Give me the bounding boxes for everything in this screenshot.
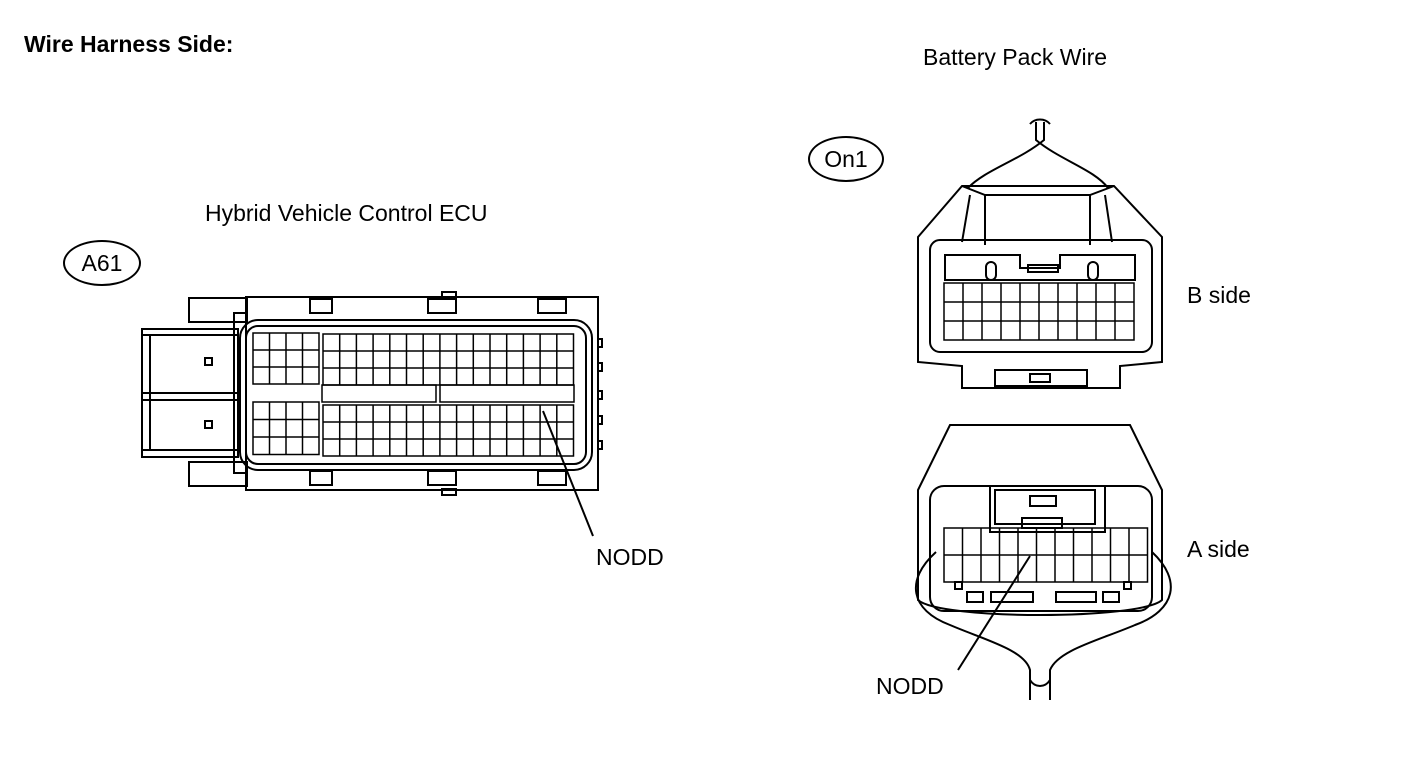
ecu-nodd-leader: [542, 410, 594, 537]
a-side-connector-drawing: [914, 424, 1172, 700]
ecu-nodd-label: NODD: [596, 544, 664, 570]
b-side-label: B side: [1187, 282, 1251, 308]
a-side-label: A side: [1187, 536, 1250, 562]
ecu-title: Hybrid Vehicle Control ECU: [205, 200, 488, 226]
a-side-pin-grid: [943, 527, 1149, 583]
b-side-pin-grid: [943, 282, 1135, 341]
ecu-pin-grid: [252, 332, 575, 457]
battery-nodd-label: NODD: [876, 673, 944, 699]
diagram-heading: Wire Harness Side:: [24, 31, 234, 57]
battery-title: Battery Pack Wire: [923, 44, 1108, 70]
b-side-connector-drawing: [917, 118, 1163, 389]
ecu-connector-drawing: [141, 291, 603, 496]
battery-nodd-leader: [957, 555, 1031, 671]
ecu-connector-code: A61: [63, 240, 141, 286]
battery-connector-code: On1: [808, 136, 884, 182]
